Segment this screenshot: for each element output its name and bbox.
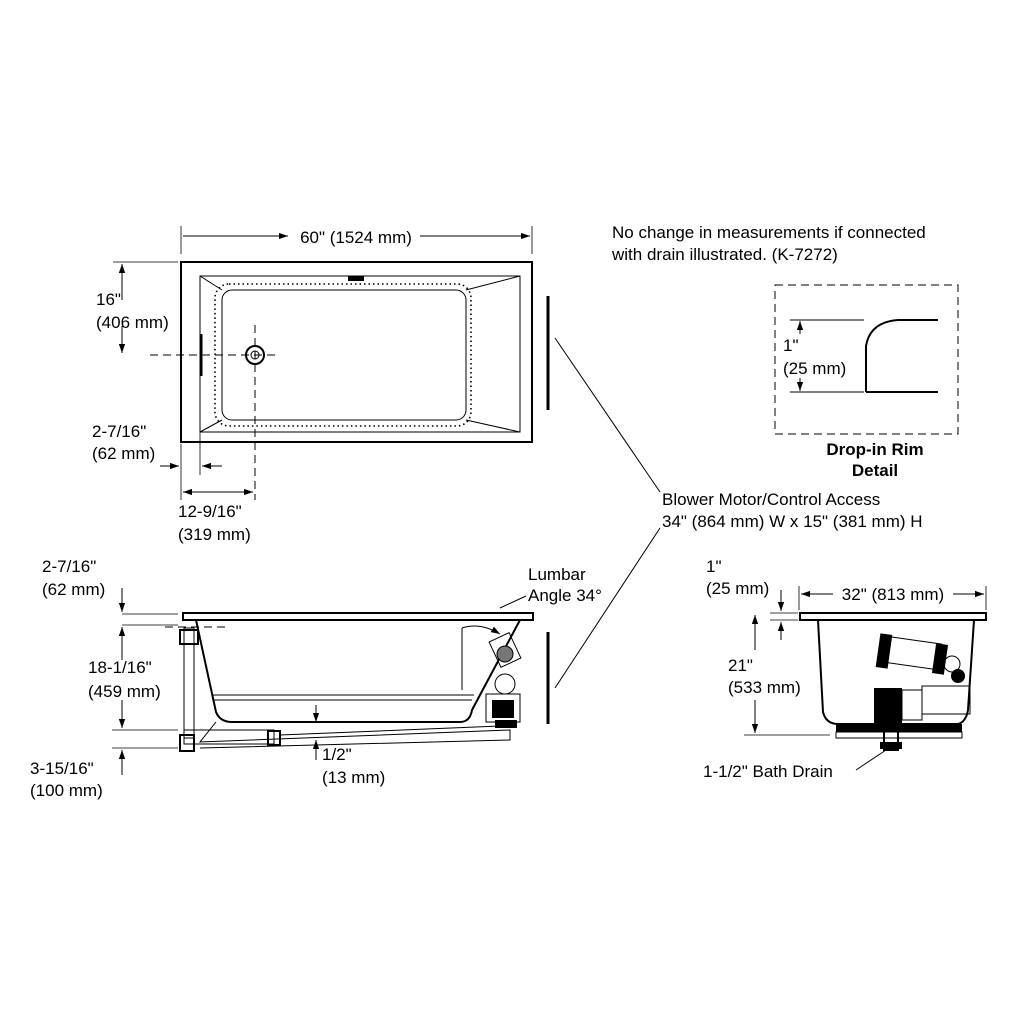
access-label: Blower Motor/Control Access 34" (864 mm)… [554, 337, 923, 689]
top-basin-outline [199, 275, 521, 433]
air-jets-dotted [214, 283, 472, 427]
pump-icon [875, 633, 961, 675]
rim-detail-height-in: 1" [783, 336, 799, 355]
end-height-in: 21" [728, 656, 753, 675]
overflow [348, 276, 364, 281]
access-leader-side [554, 527, 661, 689]
side-view: Lumbar Angle 34° 2-7/16" (62 mm) 18-1/16… [30, 557, 602, 800]
end-height-mm: (533 mm) [728, 678, 801, 697]
top-rim-mm: (62 mm) [92, 444, 155, 463]
note-line-1: No change in measurements if connected [612, 223, 926, 242]
end-width-label: 32" (813 mm) [842, 585, 944, 604]
side-slope-in: 1/2" [322, 745, 352, 764]
rim-detail-frame [774, 284, 959, 435]
top-drain-end-in: 12-9/16" [178, 502, 242, 521]
side-rim [182, 612, 534, 621]
access-leader-top [554, 337, 661, 493]
rim-detail-title-2: Detail [852, 461, 898, 480]
side-depth-in: 18-1/16" [88, 658, 152, 677]
top-drain-offset-mm: (406 mm) [96, 313, 169, 332]
end-drain [883, 729, 899, 751]
lumbar-line-1: Lumbar [528, 565, 586, 584]
drain-leader [855, 749, 887, 771]
blower-icon [874, 669, 971, 724]
blower-motor-icon [485, 631, 522, 728]
top-drain-offset-in: 16" [96, 290, 121, 309]
end-rim-mm: (25 mm) [706, 579, 769, 598]
note-line-2: with drain illustrated. (K-7272) [611, 245, 838, 264]
access-line-1: Blower Motor/Control Access [662, 490, 880, 509]
side-base-in: 3-15/16" [30, 759, 94, 778]
side-slope-mm: (13 mm) [322, 768, 385, 787]
access-line-2: 34" (864 mm) W x 15" (381 mm) H [662, 512, 923, 531]
side-rim-mm: (62 mm) [42, 580, 105, 599]
top-view: 60" (1524 mm) 16" (406 mm) 2-7/16" [92, 226, 550, 544]
side-rim-in: 2-7/16" [42, 557, 96, 576]
end-rim [799, 612, 987, 621]
top-drain-end-mm: (319 mm) [178, 525, 251, 544]
rim-profile [865, 319, 938, 392]
rim-detail-height-mm: (25 mm) [783, 359, 846, 378]
side-tub-body [195, 619, 521, 723]
rim-detail-title-1: Drop-in Rim [826, 440, 923, 459]
top-rim-in: 2-7/16" [92, 422, 146, 441]
top-width-label: 60" (1524 mm) [300, 228, 412, 247]
rim-detail: 1" (25 mm) Drop-in Rim Detail [774, 284, 959, 480]
note: No change in measurements if connected w… [611, 223, 926, 264]
side-base-mm: (100 mm) [30, 781, 103, 800]
side-depth-mm: (459 mm) [88, 682, 161, 701]
end-view: 1" (25 mm) 32" (813 mm) [703, 557, 987, 781]
end-rim-in: 1" [706, 557, 722, 576]
end-drain-label: 1-1/2" Bath Drain [703, 762, 833, 781]
lumbar-line-2: Angle 34° [528, 586, 602, 605]
top-outer-rim [180, 261, 533, 443]
